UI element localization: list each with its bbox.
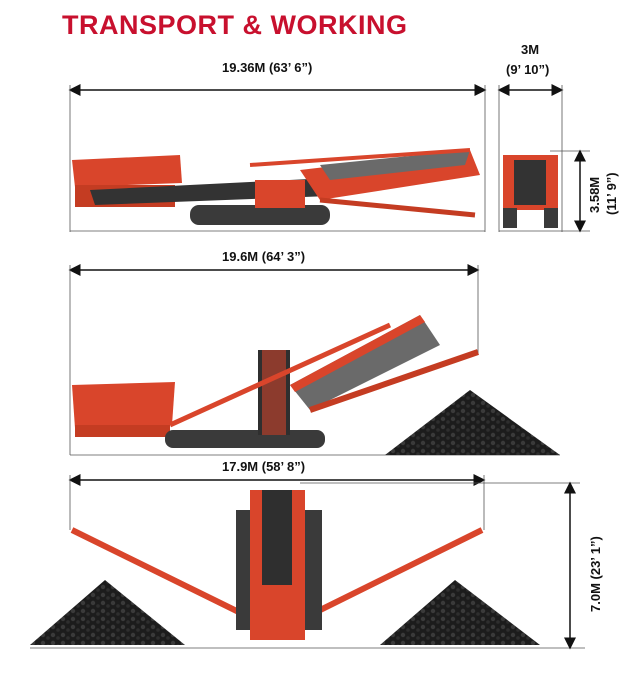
screenbox-frame — [290, 315, 425, 392]
hopper — [72, 382, 175, 428]
rear-belt — [514, 160, 546, 205]
left-track — [503, 208, 517, 228]
transport-width-value-label: 3M — [521, 42, 540, 57]
transport-length-label: 19.36M (63’ 6”) — [222, 60, 313, 75]
right-track — [544, 208, 558, 228]
central-belt — [262, 490, 292, 585]
side-conveyor — [249, 148, 471, 167]
side-belt-frame — [262, 350, 286, 435]
working-length-label: 19.6M (64’ 3”) — [222, 249, 306, 264]
working-height-label: 7.0M (23’ 1”) — [588, 536, 603, 612]
track — [190, 205, 330, 225]
transport-height-value-label: 3.58M — [587, 176, 602, 213]
page-title: TRANSPORT & WORKING — [62, 10, 408, 40]
transport-width-imperial-label: (9’ 10”) — [506, 62, 550, 77]
stockpile — [385, 390, 560, 455]
right-track — [300, 510, 322, 630]
screen-mesh — [290, 315, 440, 410]
left-conveyor — [70, 527, 257, 623]
screen-mesh — [320, 150, 470, 180]
tail-conveyor — [319, 197, 476, 218]
hopper-base — [75, 425, 170, 437]
transport-side-view — [68, 84, 487, 232]
tail-conveyor — [309, 349, 479, 413]
right-conveyor — [298, 527, 484, 623]
feed-conveyor — [168, 322, 392, 428]
stockpile-left — [30, 580, 185, 645]
transport-height-imperial-label: (11’ 9”) — [604, 172, 619, 215]
powerunit — [255, 180, 305, 208]
track — [165, 430, 325, 448]
stockpile-right — [380, 580, 540, 645]
working-front-view — [30, 474, 585, 650]
hopper — [72, 155, 182, 187]
working-width-label: 17.9M (58’ 8”) — [222, 459, 306, 474]
transport-rear-view — [497, 84, 590, 233]
working-side-view — [68, 264, 560, 456]
